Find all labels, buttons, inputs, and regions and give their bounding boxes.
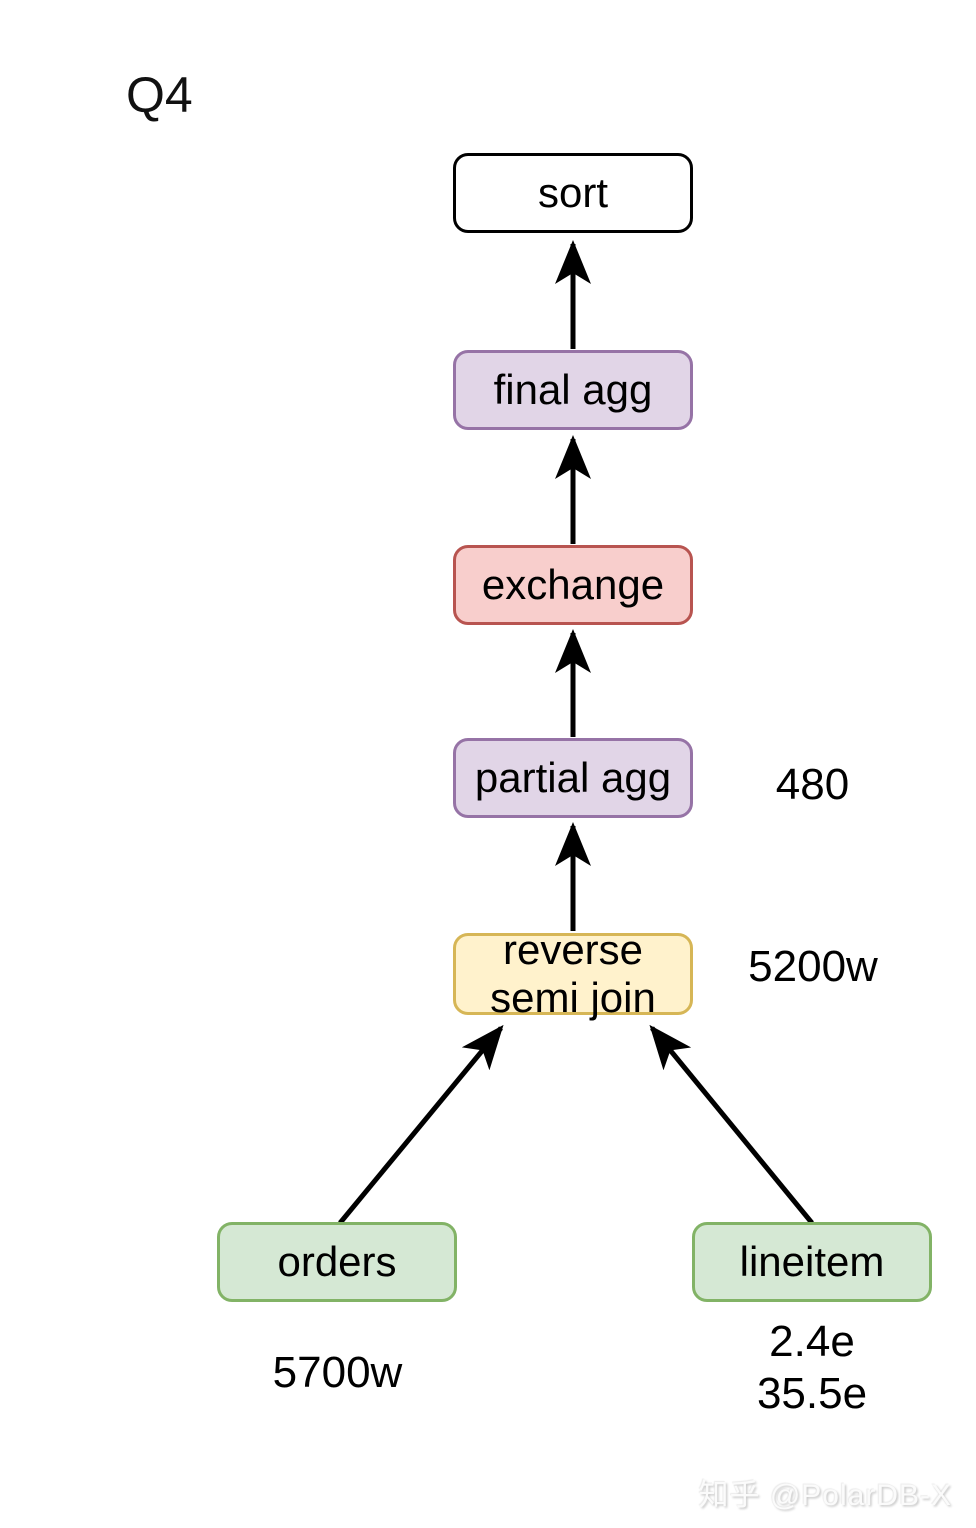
node-final-agg: final agg — [453, 350, 693, 430]
node-orders-label: orders — [277, 1237, 397, 1285]
rowcount-orders: 5700w — [272, 1348, 403, 1397]
node-final-agg-label: final agg — [493, 365, 653, 413]
node-exchange: exchange — [453, 545, 693, 625]
rowcount-lineitem-line2: 35.5e — [756, 1368, 868, 1418]
node-orders: orders — [217, 1222, 457, 1302]
rowcount-lineitem-line1: 2.4e — [769, 1317, 855, 1366]
node-reverse-semi-join-label: reverse semi join — [490, 925, 656, 1021]
rowcount-partial-agg: 480 — [775, 760, 850, 809]
node-lineitem-label: lineitem — [739, 1237, 885, 1285]
node-sort: sort — [453, 153, 693, 233]
watermark: 知乎 @PolarDB-X — [698, 1479, 952, 1512]
rowcount-lineitem: 2.4e 35.5e — [712, 1316, 912, 1420]
node-partial-agg-label: partial agg — [474, 753, 672, 801]
edge-orders-to-semi-join — [338, 1024, 504, 1225]
node-reverse-semi-join: reverse semi join — [453, 926, 693, 1021]
edge-lineitem-to-semi-join — [649, 1024, 814, 1225]
query-title: Q4 — [126, 67, 193, 123]
node-lineitem: lineitem — [692, 1222, 932, 1302]
rowcount-semi-join: 5200w — [748, 942, 878, 991]
node-sort-label: sort — [537, 168, 608, 216]
node-partial-agg: partial agg — [453, 738, 693, 818]
node-exchange-label: exchange — [481, 560, 665, 608]
